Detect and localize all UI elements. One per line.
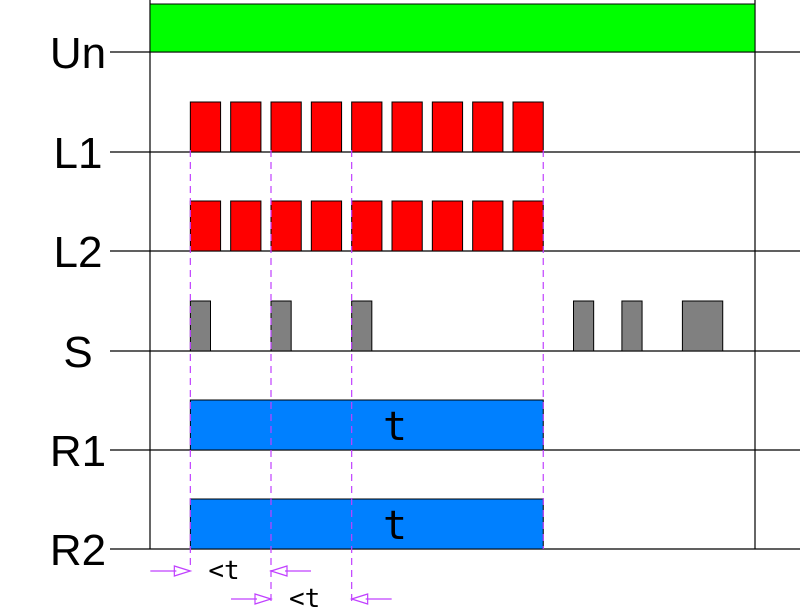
pulse-l2-3	[270, 200, 302, 252]
pulse-s-1	[189, 300, 211, 352]
row-label-r1: R1	[50, 427, 106, 476]
pulse-l1-4	[310, 101, 343, 153]
pulse-l1-9	[512, 101, 544, 153]
pulse-label-r1: t	[383, 404, 407, 450]
pulse-l2-8	[472, 200, 504, 252]
pulse-label-r2: t	[383, 503, 407, 549]
pulse-l1-8	[472, 101, 504, 153]
pulse-l2-4	[310, 200, 343, 252]
pulse-l2-1	[189, 200, 222, 252]
pulse-l1-7	[431, 101, 464, 153]
pulse-l1-2	[230, 101, 262, 153]
pulse-l1-1	[189, 101, 222, 153]
pulse-s-2	[270, 300, 292, 352]
interval-2-right-arrow-head	[349, 593, 369, 605]
interval-1-left-arrow-head	[173, 565, 193, 577]
pulse-r1-1	[189, 399, 544, 451]
interval-label-1: <t	[208, 556, 239, 586]
pulse-s-5	[621, 300, 643, 352]
row-label-un: Un	[50, 29, 106, 78]
interval-1-right-arrow-head	[268, 565, 288, 577]
interval-label-2: <t	[289, 584, 320, 613]
pulse-r2-1	[189, 498, 544, 550]
row-label-s: S	[63, 328, 92, 377]
pulse-l2-9	[512, 200, 544, 252]
row-label-r2: R2	[50, 526, 106, 575]
pulse-s-6	[681, 300, 724, 352]
pulse-l2-2	[230, 200, 262, 252]
pulse-l2-6	[391, 200, 423, 252]
pulse-s-3	[351, 300, 373, 352]
pulse-l2-7	[431, 200, 464, 252]
pulse-un-1	[149, 3, 756, 53]
pulse-l1-3	[270, 101, 302, 153]
row-label-l1: L1	[54, 129, 103, 178]
row-label-l2: L2	[54, 228, 103, 277]
pulse-s-4	[573, 300, 595, 352]
interval-2-left-arrow-head	[254, 593, 274, 605]
pulse-l2-5	[351, 200, 383, 252]
pulse-l1-5	[351, 101, 383, 153]
pulse-l1-6	[391, 101, 423, 153]
